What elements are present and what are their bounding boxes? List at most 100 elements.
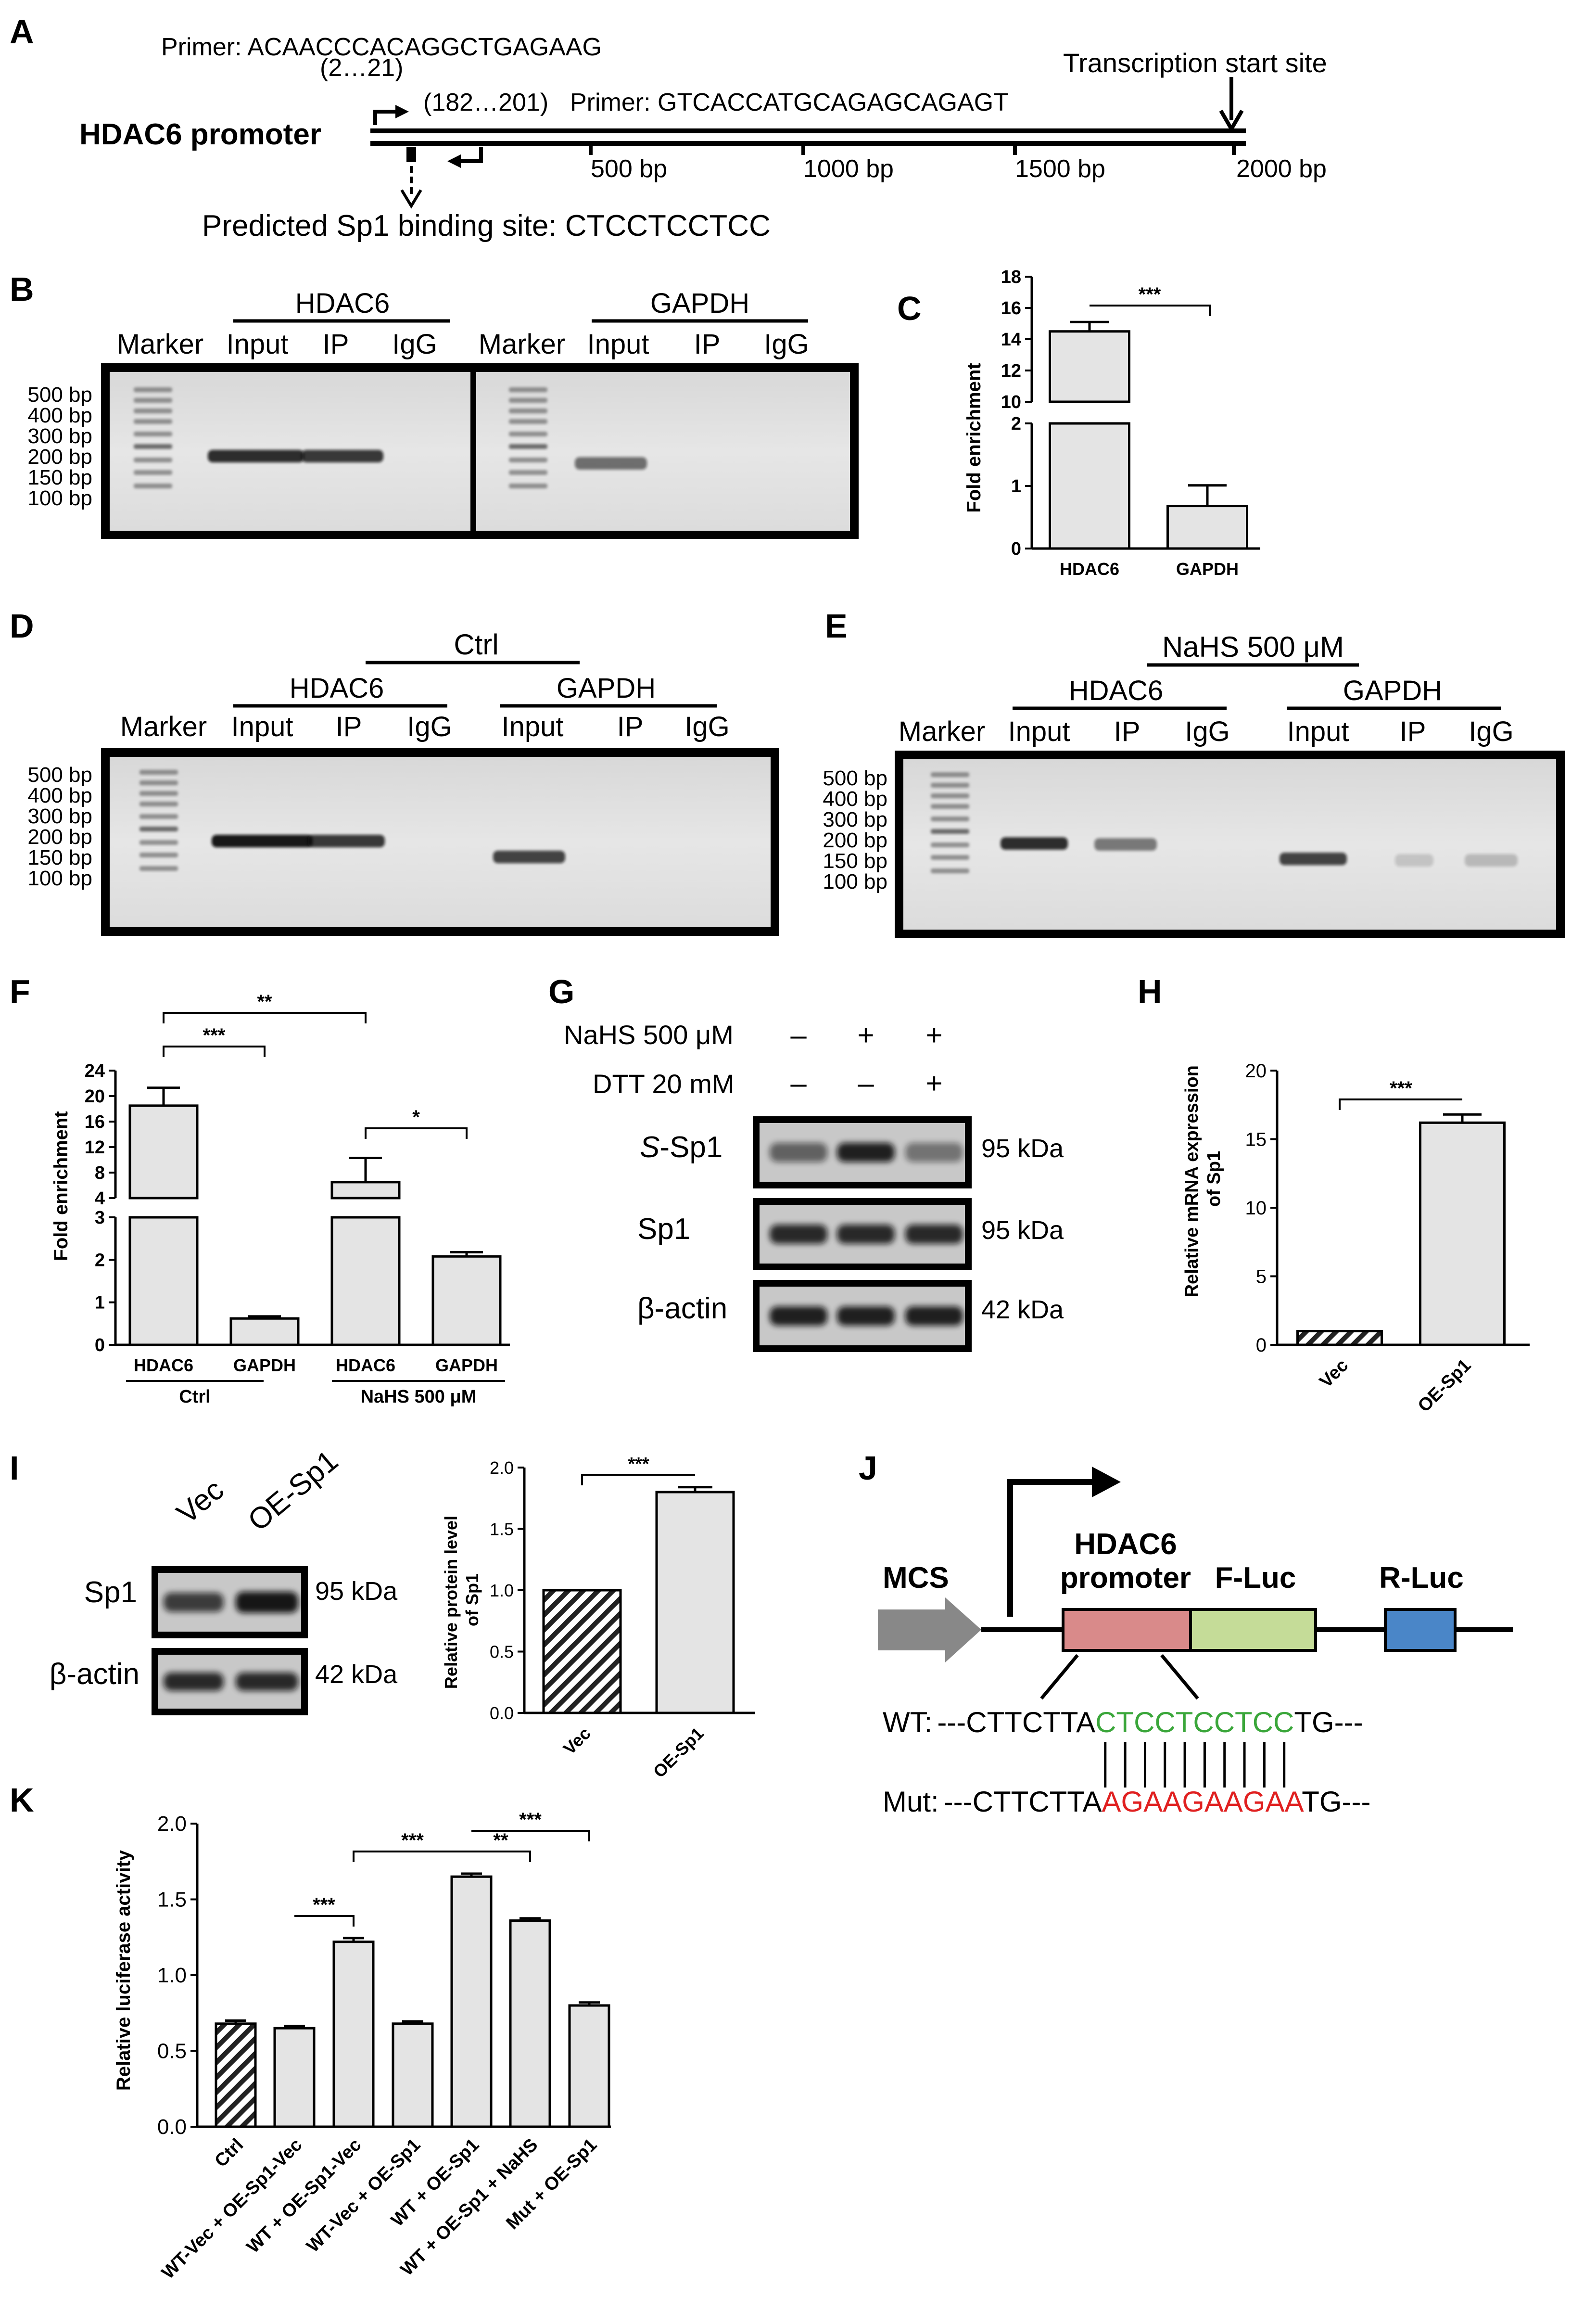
ladder-band bbox=[134, 387, 172, 392]
sp1-site-label: Predicted Sp1 binding site: CTCCTCCTCC bbox=[202, 209, 771, 243]
significance-label: ** bbox=[493, 1830, 508, 1851]
panel-h: H Relative mRNA expression of Sp1 051015… bbox=[1138, 973, 1530, 1416]
panel-i: I Vec OE-Sp1 Sp1 β-actin 95 kDa 42 kDa R… bbox=[10, 1444, 755, 1782]
category-label: Vec bbox=[559, 1724, 595, 1759]
panel-letter-k: K bbox=[10, 1781, 34, 1819]
significance-label: *** bbox=[1390, 1078, 1412, 1099]
treatment-sign: – bbox=[790, 1019, 807, 1051]
significance-label: ** bbox=[257, 991, 272, 1012]
bar bbox=[1419, 1121, 1506, 1346]
ladder-band bbox=[509, 409, 547, 413]
panel-d: D Ctrl HDAC6 GAPDH Marker Input IP IgG I… bbox=[10, 607, 779, 936]
lane-label: IP bbox=[694, 329, 721, 360]
bar bbox=[1296, 1330, 1383, 1346]
category-label: WT + OE-Sp1-Vec bbox=[243, 2135, 365, 2257]
tick-label: 1.5 bbox=[490, 1520, 514, 1539]
lane-label: IgG bbox=[1185, 716, 1230, 747]
bar bbox=[542, 1589, 622, 1714]
forward-primer-arrow-icon bbox=[373, 110, 399, 125]
significance-bracket bbox=[294, 1915, 355, 1927]
bar bbox=[1049, 422, 1130, 550]
panel-letter-f: F bbox=[10, 973, 30, 1010]
protein-band bbox=[164, 1673, 224, 1691]
ladder-band bbox=[509, 398, 547, 403]
dna-band bbox=[1395, 854, 1433, 867]
lane-label: IP bbox=[1400, 716, 1426, 747]
kda-label: 42 kDa bbox=[315, 1660, 398, 1689]
blot-label-sp1: Sp1 bbox=[637, 1213, 690, 1246]
lane-label: IP bbox=[1114, 716, 1140, 747]
bar bbox=[509, 1919, 551, 2128]
tick-label: 1 bbox=[1011, 476, 1021, 497]
mcs-label: MCS bbox=[883, 1561, 949, 1595]
panel-letter-h: H bbox=[1138, 973, 1162, 1010]
wt-prefix: ---CTTCTTA bbox=[937, 1706, 1095, 1738]
ladder-label: 100 bp bbox=[27, 486, 92, 510]
kda-label: 95 kDa bbox=[981, 1134, 1064, 1163]
protein-band bbox=[905, 1225, 963, 1244]
protein-band bbox=[236, 1673, 298, 1691]
ladder-label: 300 bp bbox=[27, 424, 92, 448]
promoter-label-line2: promoter bbox=[1060, 1561, 1191, 1595]
nahs-label: NaHS 500 μM bbox=[564, 1020, 734, 1050]
y-axis-label-line1: Relative protein level bbox=[441, 1516, 461, 1689]
group-label-gapdh: GAPDH bbox=[557, 673, 656, 704]
wt-sequence: WT:---CTTCTTACTCCTCCTCCTG--- bbox=[883, 1706, 1363, 1738]
ladder-label: 500 bp bbox=[823, 766, 887, 790]
tick-label: 0 bbox=[1011, 539, 1021, 559]
y-axis-label-line2: of Sp1 bbox=[1204, 1151, 1224, 1207]
protein-band bbox=[905, 1306, 963, 1326]
category-label: GAPDH bbox=[1176, 559, 1239, 579]
ladder-band bbox=[931, 817, 969, 821]
ladder-band bbox=[134, 484, 172, 488]
ladder-label: 200 bp bbox=[27, 825, 92, 849]
protein-band bbox=[837, 1225, 895, 1244]
lane-label-oe-sp1: OE-Sp1 bbox=[242, 1444, 344, 1538]
tick-label: 1.0 bbox=[157, 1964, 187, 1987]
promoter-label: HDAC6 promoter bbox=[79, 118, 321, 151]
y-axis-label: Relative mRNA expression of Sp1 bbox=[1182, 1060, 1224, 1298]
bar bbox=[655, 1491, 735, 1714]
ladder-band bbox=[931, 783, 969, 788]
treatment-sign: + bbox=[925, 1019, 942, 1051]
ladder-band bbox=[139, 770, 178, 775]
bar bbox=[392, 2022, 434, 2128]
zoom-line bbox=[1160, 1654, 1199, 1700]
tick-label: 0 bbox=[95, 1335, 105, 1355]
panel-letter-b: B bbox=[10, 270, 34, 308]
ladder-band bbox=[931, 772, 969, 777]
lane-label: IgG bbox=[392, 329, 437, 360]
promoter-box bbox=[1062, 1608, 1192, 1652]
bar bbox=[330, 1181, 401, 1200]
group-label-nahs: NaHS 500 μM bbox=[361, 1387, 477, 1407]
tss-arrowhead-icon bbox=[1219, 109, 1244, 133]
bar bbox=[431, 1255, 502, 1346]
bar bbox=[273, 2027, 316, 2128]
ladder-band bbox=[134, 419, 172, 424]
lane-label-vec: Vec bbox=[171, 1473, 230, 1530]
dna-band bbox=[1465, 854, 1518, 867]
tick-label: 10 bbox=[1001, 392, 1021, 412]
dtt-label: DTT 20 mM bbox=[593, 1069, 735, 1099]
tick-label: 1 bbox=[95, 1293, 105, 1313]
blot-label-sp1: Sp1 bbox=[84, 1576, 137, 1609]
tick-label: 1.0 bbox=[490, 1581, 514, 1600]
ladder-label: 500 bp bbox=[27, 763, 92, 787]
ladder-band bbox=[931, 855, 969, 860]
s-italic-prefix: S bbox=[640, 1131, 659, 1164]
panel-e: E NaHS 500 μM HDAC6 GAPDH Marker Input I… bbox=[823, 607, 1565, 938]
bar bbox=[330, 1216, 401, 1346]
gel-image bbox=[476, 372, 850, 531]
ladder-band bbox=[931, 843, 969, 847]
y-axis-label: Fold enrichment bbox=[51, 1111, 72, 1261]
lane-label: Input bbox=[231, 711, 293, 742]
tick-label: 0.0 bbox=[490, 1703, 514, 1723]
ladder-label: 150 bp bbox=[823, 849, 887, 873]
treatment-sign: + bbox=[857, 1019, 874, 1051]
category-label: GAPDH bbox=[233, 1355, 296, 1375]
condition-title: Ctrl bbox=[454, 628, 498, 661]
axis-break-gap bbox=[127, 1200, 200, 1216]
